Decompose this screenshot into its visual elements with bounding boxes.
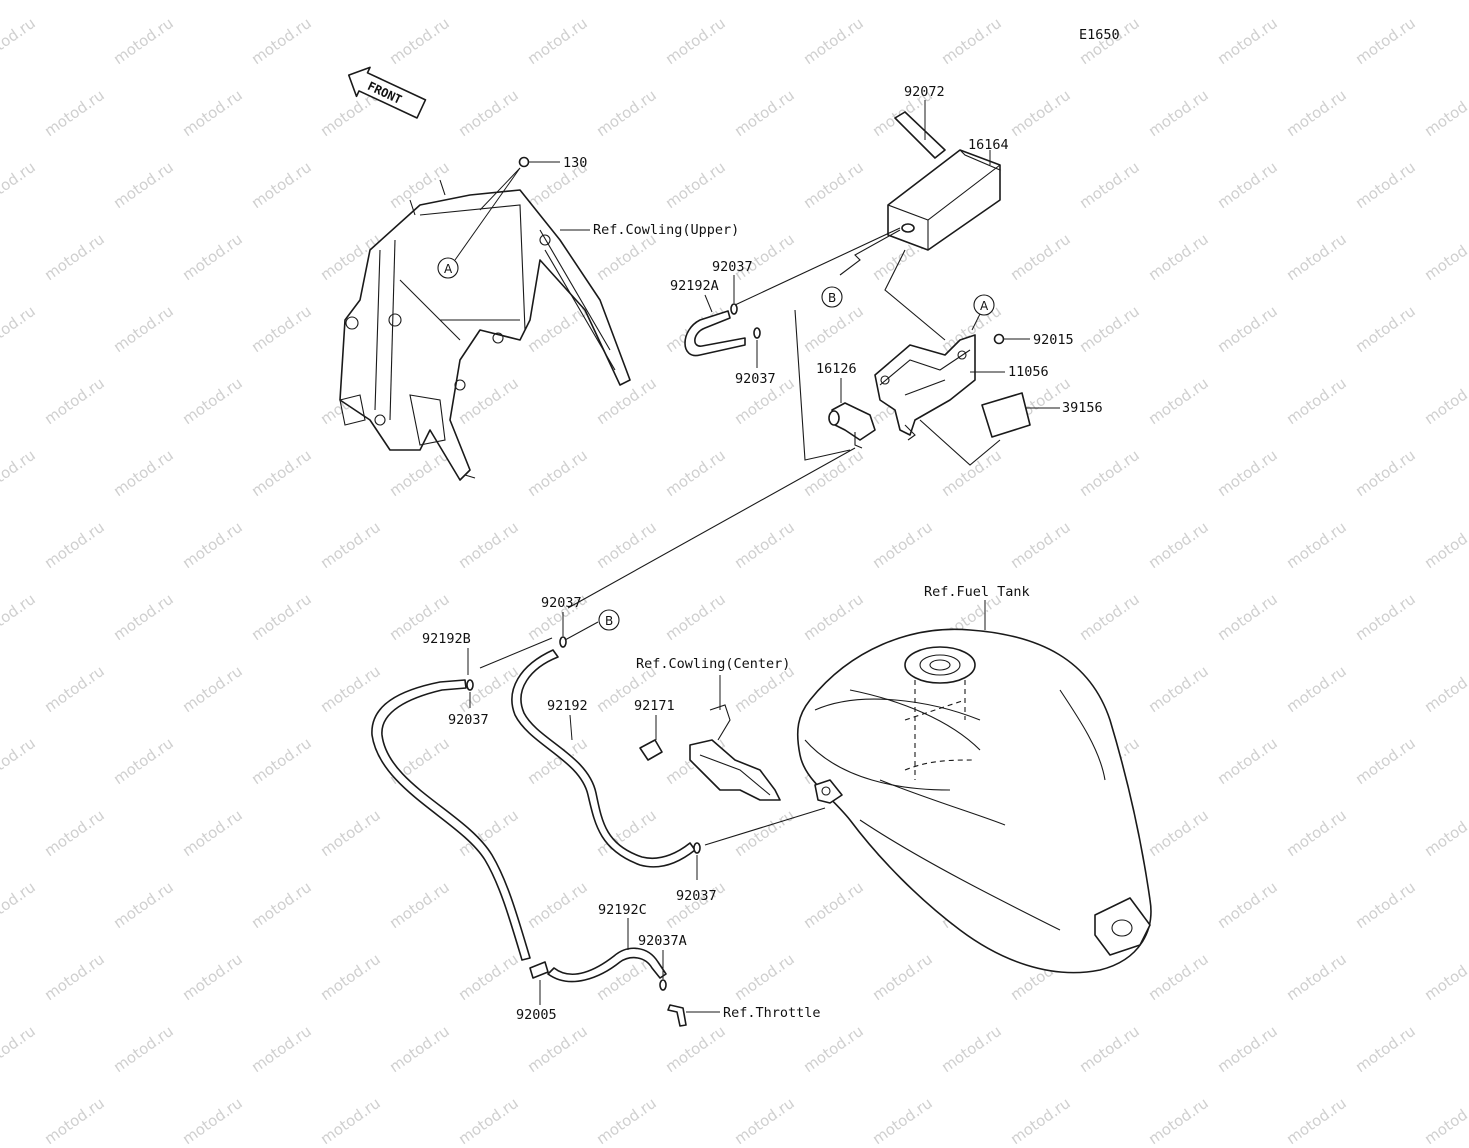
clamp-92037-left: 92037 [448, 679, 489, 728]
hose-b-line [839, 229, 901, 276]
callout-a-bracket: A [971, 294, 995, 331]
valve-16126: 16126 [816, 361, 876, 449]
watermark-text: motod.ru [1006, 1093, 1074, 1148]
label-92037a: 92037A [638, 933, 687, 949]
parts-diagram: E1650 FRONT 130 Ref.Cowling(Upper) [339, 27, 1152, 1027]
hose-canister-line [734, 227, 901, 306]
ref-cowling-upper-callout: Ref.Cowling(Upper) [560, 222, 739, 238]
label-group-16164: 16164 [968, 137, 1009, 165]
watermark-text: motod.ru [868, 1093, 936, 1148]
watermark-text: motod.ru [316, 1093, 384, 1148]
label-92192c: 92192C [598, 902, 647, 918]
label-ref-fuel-tank: Ref.Fuel Tank [924, 584, 1030, 600]
watermark-text: motod.ru [1144, 1093, 1212, 1148]
label-16126: 16126 [816, 361, 857, 377]
label-92192: 92192 [547, 698, 588, 714]
label-92037-b: 92037 [541, 595, 582, 611]
svg-text:B: B [605, 614, 613, 628]
label-92005: 92005 [516, 1007, 557, 1023]
label-92192a: 92192A [670, 278, 719, 294]
fuel-tank: Ref.Fuel Tank [796, 584, 1152, 974]
label-92037-mid: 92037 [735, 371, 776, 387]
diagram-id: E1650 [1079, 27, 1120, 43]
callout-b-upper: B [821, 286, 843, 308]
bracket-guide-line [919, 419, 1001, 466]
watermark-text: motod.ru [454, 1093, 522, 1148]
label-16164: 16164 [968, 137, 1009, 153]
watermark-text: motod.ru [40, 1093, 108, 1148]
clip-92171: 92171 [634, 698, 675, 761]
svg-text:A: A [444, 262, 453, 276]
watermark-text: motod.ru [730, 1093, 798, 1148]
cowling-center-bracket: Ref.Cowling(Center) [636, 656, 790, 801]
front-arrow-icon: FRONT [347, 66, 427, 119]
nut-92015: 92015 [993, 332, 1074, 348]
label-39156: 39156 [981, 392, 1103, 438]
hose-b-lower-line [564, 621, 599, 641]
svg-text:B: B [828, 291, 836, 305]
canister-16164 [887, 149, 1001, 251]
label-92072: 92072 [904, 84, 945, 100]
joint-92005: 92005 [516, 961, 557, 1023]
hose-to-tank-line [704, 807, 826, 846]
hose-down-line [794, 309, 851, 461]
clamp-92037a: 92037A [638, 933, 687, 991]
label-92192b: 92192B [422, 631, 471, 647]
label-11056: 11056 [1008, 364, 1049, 380]
throttle-fitting: Ref.Throttle [667, 1004, 821, 1027]
hose-92192a: 92192A [670, 278, 746, 357]
clamp-92037-mid: 92037 [735, 327, 776, 387]
hose-92192: 92192 [511, 649, 696, 868]
hose-92192b-line [479, 637, 553, 669]
label-92037-upper: 92037 [712, 259, 753, 275]
watermark-text: motod.ru [1420, 1093, 1469, 1148]
watermark-text: motod.ru [178, 1093, 246, 1148]
clamp-92037-upper: 92037 [712, 259, 753, 315]
label-39156-text: 39156 [1062, 400, 1103, 416]
label-130: 130 [563, 155, 587, 171]
label-ref-throttle: Ref.Throttle [723, 1005, 821, 1021]
watermark-text: motod.ru [1282, 1093, 1350, 1148]
clamp-92037-bottom: 92037 [676, 842, 717, 904]
hose-canister-to-bracket [884, 249, 946, 341]
hose-92192b: 92192B [371, 631, 531, 961]
bracket-11056: 11056 [874, 334, 1049, 441]
frame-bracket-assembly [339, 179, 631, 481]
strap-92072: 92072 [894, 84, 946, 159]
label-92037-left: 92037 [448, 712, 489, 728]
watermark-text: motod.ru [592, 1093, 660, 1148]
clamp-92037-b: 92037 [541, 595, 582, 648]
label-ref-cowling-upper: Ref.Cowling(Upper) [593, 222, 739, 238]
bolt-130: 130 [454, 155, 587, 261]
label-ref-cowling-center: Ref.Cowling(Center) [636, 656, 790, 672]
label-92015: 92015 [1033, 332, 1074, 348]
hose-long-line [567, 447, 856, 609]
label-92171: 92171 [634, 698, 675, 714]
label-92037-bottom: 92037 [676, 888, 717, 904]
svg-text:A: A [980, 299, 989, 313]
callout-b-lower: B [598, 609, 620, 631]
callout-a-frame: A [437, 257, 459, 279]
